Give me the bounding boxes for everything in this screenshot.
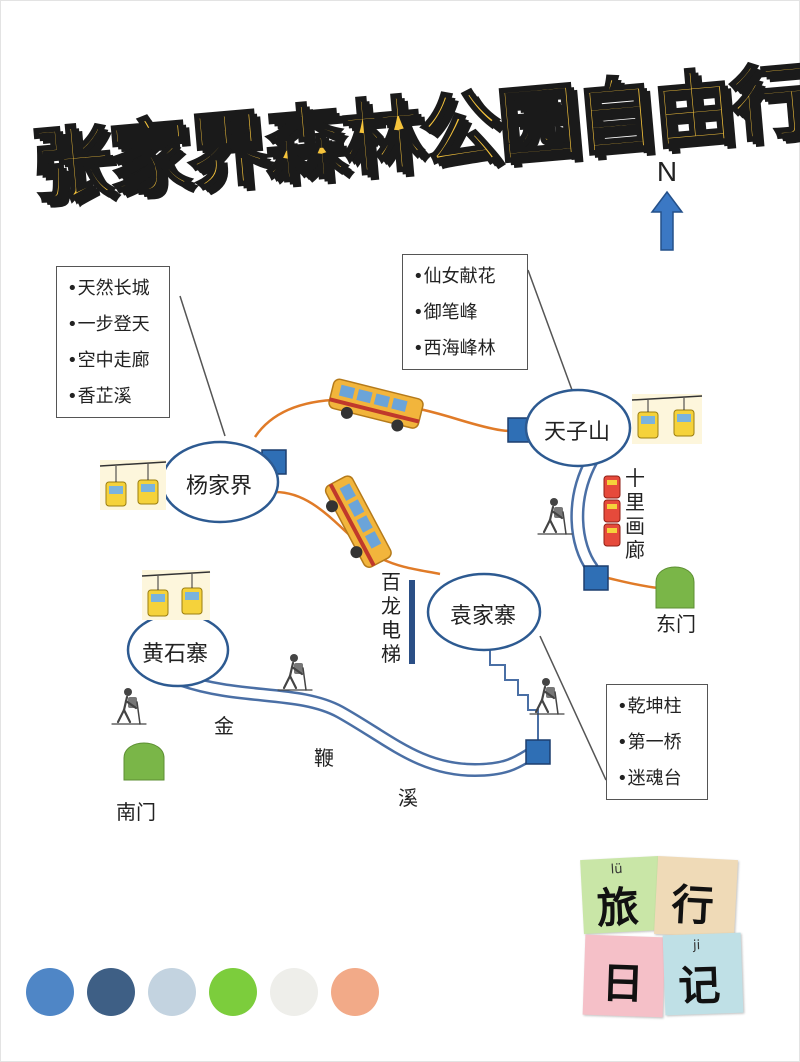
cable-car-icon-tianzishan — [631, 394, 703, 444]
place-label-tianzishan: 天子山 — [544, 420, 611, 445]
leader-line-yuanjiajie — [539, 635, 607, 781]
callout-item: •西海峰林 — [413, 338, 496, 359]
route-label-jinbian-2: 鞭 — [314, 746, 334, 770]
stamp-char-lv: 旅 — [595, 882, 640, 934]
callout-yuanjiajie: •乾坤柱 •第一桥 •迷魂台 — [606, 684, 708, 800]
place-label-yangjiajie: 杨家界 — [186, 474, 253, 499]
place-ellipse-tianzishan — [524, 388, 632, 468]
south-gate-icon — [123, 742, 165, 781]
callout-item: •天然长城 — [67, 278, 150, 299]
palette-swatch — [148, 968, 196, 1016]
callout-item: •一步登天 — [67, 314, 150, 335]
palette-swatch — [270, 968, 318, 1016]
callout-tianzishan: •仙女献花 •御笔峰 •西海峰林 — [402, 254, 528, 370]
route-label-jinbian-1: 金 — [214, 714, 234, 738]
place-ellipse-yuanjiajie — [426, 572, 542, 652]
hiker-icon-jinbian — [277, 654, 313, 691]
stamp-pinyin-ji: ji — [692, 938, 701, 954]
junction-node-east — [583, 565, 609, 591]
route-label-jinbian-3: 溪 — [398, 786, 418, 810]
hiker-icon-yuanjiajie — [529, 678, 565, 715]
palette-swatch — [87, 968, 135, 1016]
callout-item: •乾坤柱 — [617, 696, 682, 717]
place-label-huangshizhai: 黄石寨 — [142, 642, 209, 667]
junction-node-jinbian — [525, 739, 551, 765]
leader-line-yangjiajie — [179, 295, 226, 437]
callout-item: •第一桥 — [617, 732, 682, 753]
stair-trail — [489, 650, 539, 740]
callout-yangjiajie: •天然长城 •一步登天 •空中走廊 •香芷溪 — [56, 266, 170, 418]
callout-item: •空中走廊 — [67, 350, 150, 371]
leader-line-tianzishan — [527, 269, 573, 391]
stamp-tile-ri: 日 — [582, 934, 666, 1018]
north-label: N — [656, 156, 678, 187]
stamp-tile-lv: lü 旅 — [580, 856, 662, 934]
callout-item: •仙女献花 — [413, 266, 496, 287]
route-east-gate — [607, 576, 659, 590]
route-label-bailong-elevator: 百 龙 电 梯 — [381, 570, 401, 666]
stamp-tile-xing: 行 — [654, 855, 738, 939]
stamp-tile-ji: ji 记 — [662, 932, 744, 1016]
palette-swatch — [26, 968, 74, 1016]
callout-item: •香芷溪 — [67, 386, 132, 407]
callout-item: •迷魂台 — [617, 768, 682, 789]
hiker-icon-shili — [537, 498, 573, 535]
train-icon-shili — [603, 475, 621, 547]
cable-car-icon-yangjiajie — [99, 460, 167, 510]
cable-car-icon-huangshizhai — [141, 570, 211, 620]
stamp-char-xing: 行 — [670, 879, 715, 931]
gate-label-east: 东门 — [656, 612, 696, 636]
place-label-yuanjiajie: 袁家寨 — [450, 604, 517, 629]
callout-item: •御笔峰 — [413, 302, 478, 323]
palette-swatch — [209, 968, 257, 1016]
stamp-char-ji: 记 — [677, 960, 722, 1011]
bus-icon-lower — [324, 475, 392, 568]
east-gate-icon — [655, 566, 695, 609]
gate-label-south: 南门 — [116, 800, 156, 824]
stamp-char-ri: 日 — [600, 958, 645, 1009]
hiker-icon-south — [111, 688, 147, 725]
bus-icon-upper — [328, 378, 424, 432]
route-label-shili-gallery: 十 里 画 廊 — [625, 466, 645, 562]
north-arrow-icon — [650, 190, 684, 251]
palette-swatch — [331, 968, 379, 1016]
